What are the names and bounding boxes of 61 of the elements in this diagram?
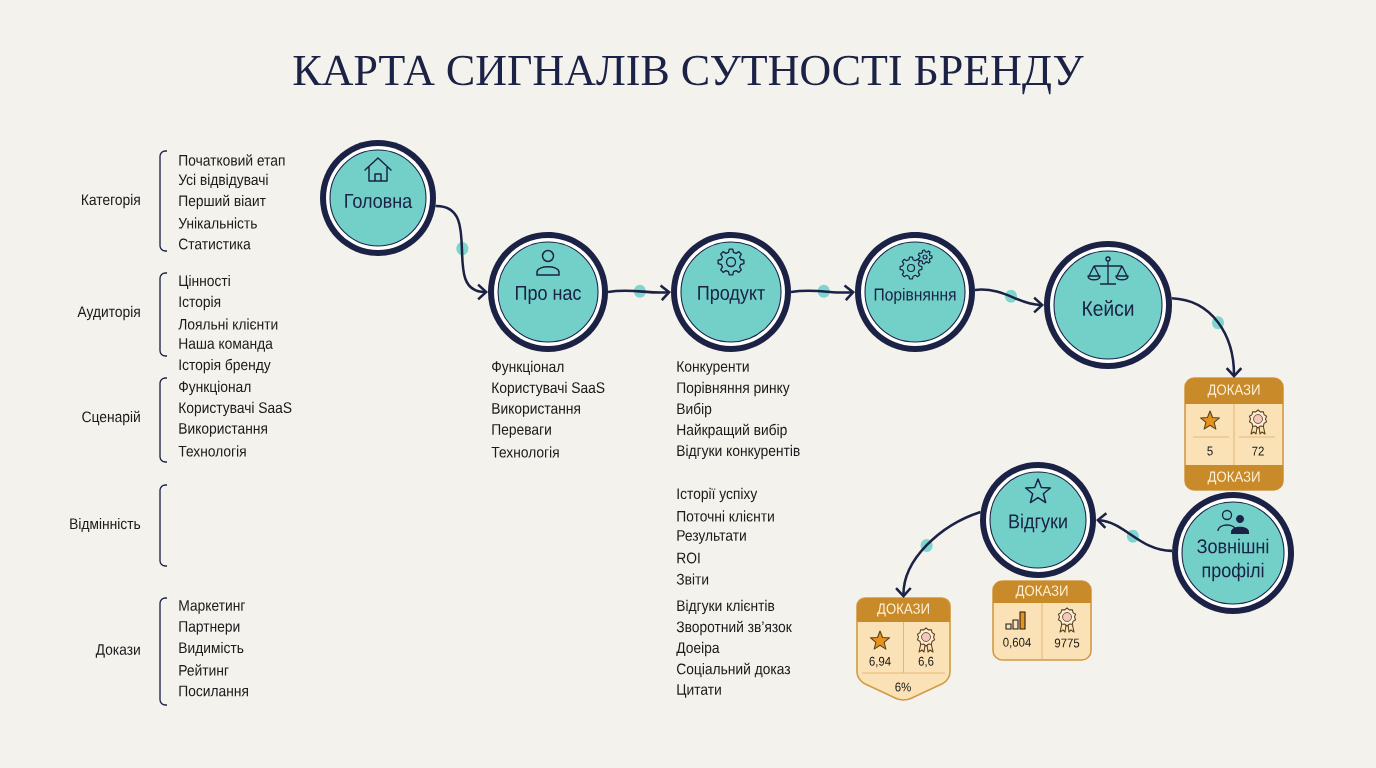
list-item: Використання: [492, 403, 580, 417]
list-item: Маркетинг: [179, 600, 245, 614]
list-item: Цитати: [677, 684, 721, 698]
arrow: [435, 204, 488, 301]
list-item: Цінності: [179, 274, 230, 290]
card-header: ДОКАЗИ: [857, 598, 950, 622]
metric-value: 72: [1252, 446, 1264, 456]
list-item: Усі відвідувачі: [178, 173, 268, 189]
list-item: Історії успіху: [677, 487, 758, 503]
card-header: ДОКАЗИ: [1185, 378, 1283, 404]
list-item: Статистика: [179, 238, 251, 250]
list-item: Історія бренду: [179, 358, 271, 374]
category-label: Категорія: [82, 193, 140, 209]
metric-value: 6%: [895, 682, 911, 692]
list-item: Доеіра: [676, 641, 720, 657]
list-item: Унікальність: [178, 217, 257, 229]
category-label: Аудиторія: [77, 305, 140, 321]
list-item: Найкращий вибір: [677, 423, 787, 439]
arrow: [974, 288, 1044, 314]
arrow: [607, 284, 671, 301]
list-item: Вибір: [677, 402, 712, 418]
list-item: Перший віаит: [179, 194, 266, 210]
list-item: Початковий етап: [179, 154, 285, 166]
category-label: Докази: [95, 644, 140, 658]
list-item: Відгуки клієнтів: [677, 599, 775, 615]
metric-value: 0,604: [1003, 637, 1031, 649]
card-header: ДОКАЗИ: [993, 581, 1091, 603]
list-item: Технологія: [491, 446, 559, 458]
list-item: Користувачі SaaS: [179, 401, 292, 417]
list-item: Відгуки конкурентів: [677, 444, 800, 460]
title: КАРТА СИГНАЛІВ СУТНОСТІ БРЕНДУ: [293, 55, 1084, 95]
metric-value: 6,94: [869, 656, 891, 668]
list-item: Поточні клієнти: [677, 510, 774, 522]
list-item: Звіти: [676, 573, 709, 585]
list-item: Технологія: [178, 445, 246, 457]
arrow: [1096, 512, 1173, 553]
arrow: [895, 510, 981, 598]
list-item: Лояльні клієнти: [178, 318, 278, 330]
metric-value: 9775: [1054, 638, 1080, 648]
list-item: Видимість: [179, 641, 244, 657]
metric-value: 6,6: [918, 656, 934, 668]
category-label: Відмінність: [70, 517, 141, 533]
list-item: Соціальний доказ: [677, 662, 791, 678]
list-item: Зворотний зв’язок: [676, 620, 792, 636]
category-label: Сценарій: [82, 410, 140, 426]
list-item: Користувачі SaaS: [492, 381, 605, 397]
arrow: [790, 284, 855, 302]
metric-value: 5: [1207, 446, 1213, 456]
list-item: Посилання: [179, 685, 248, 697]
list-item: Рейтинг: [179, 664, 229, 676]
list-item: Наша команда: [179, 338, 273, 352]
list-item: Використання: [179, 423, 267, 437]
list-item: Партнери: [179, 621, 240, 635]
list-item: Функціонал: [179, 380, 251, 396]
list-item: Переваги: [492, 424, 551, 438]
arrow: [1171, 297, 1243, 378]
list-item: Порівняння ринку: [677, 381, 790, 397]
list-item: Історія: [179, 295, 221, 311]
list-item: ROI: [677, 552, 700, 564]
card-footer: ДОКАЗИ: [1185, 465, 1283, 490]
list-item: Результати: [677, 530, 746, 544]
